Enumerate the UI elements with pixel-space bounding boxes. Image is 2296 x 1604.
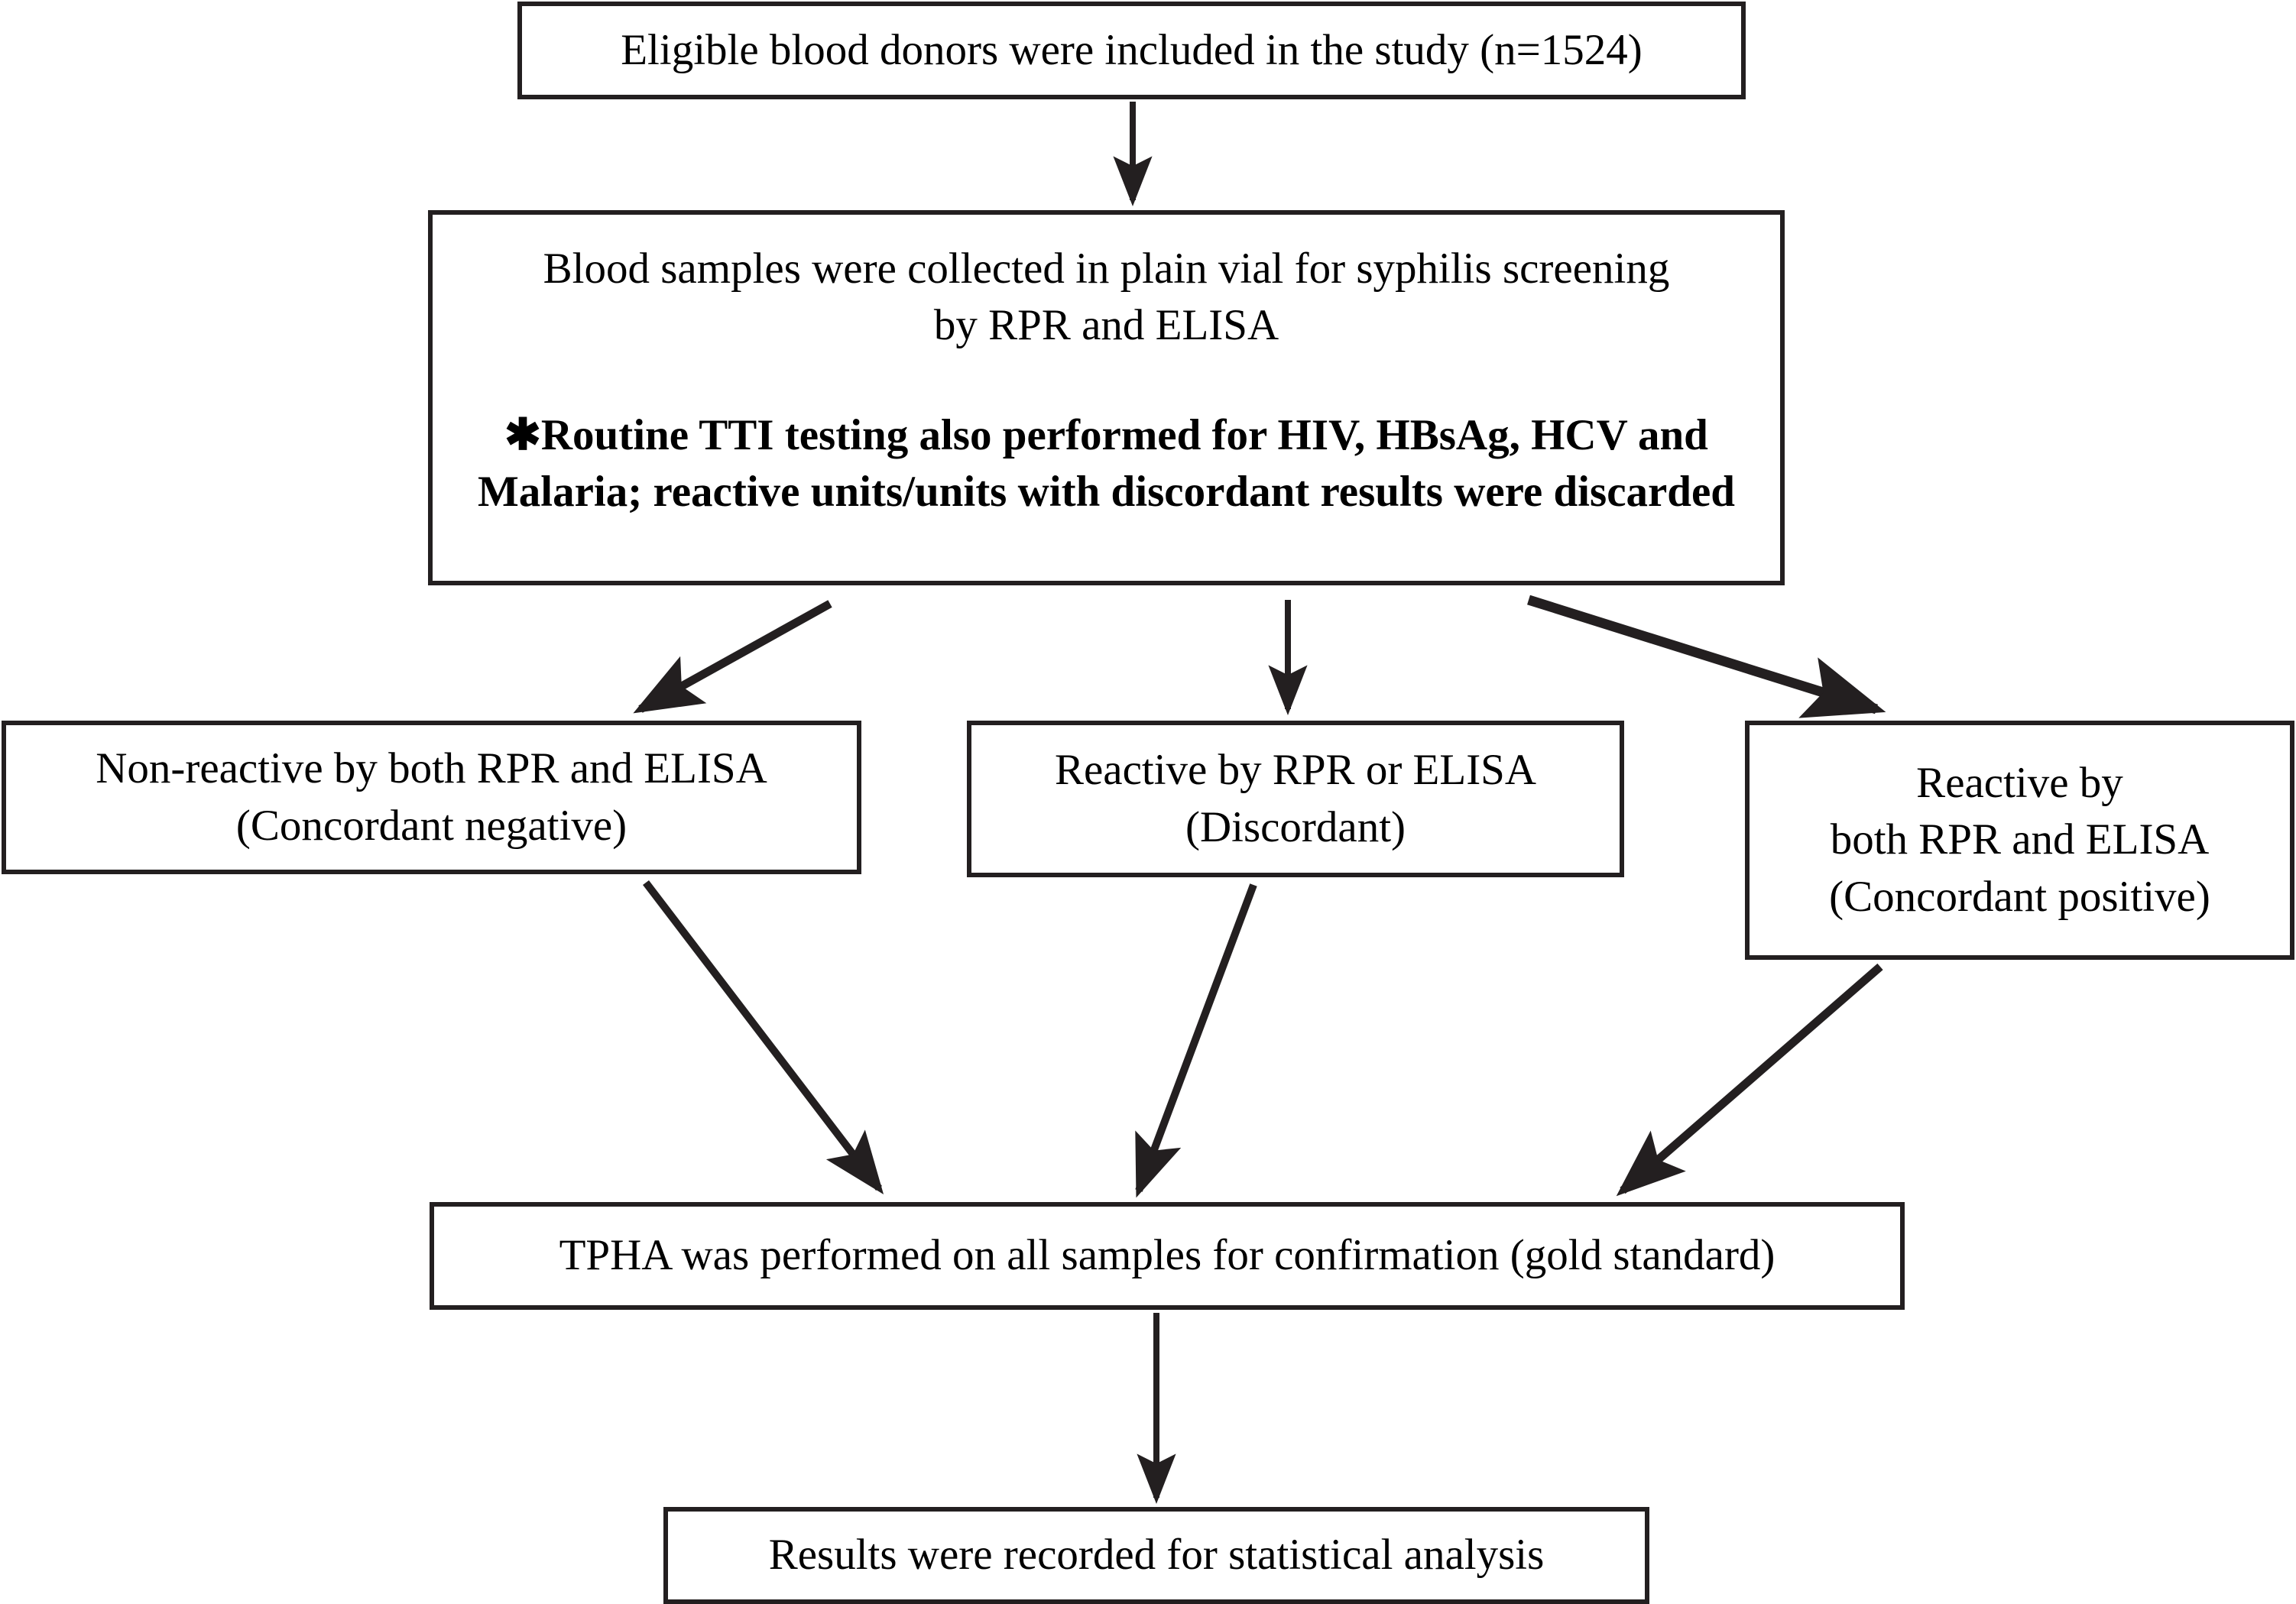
node-tpha-line-1: TPHA was performed on all samples for co… <box>559 1231 1776 1280</box>
connector-concordant-to-tpha <box>1616 963 1883 1197</box>
node-results: Results were recorded for statistical an… <box>663 1507 1649 1604</box>
node-discordant: Reactive by RPR or ELISA (Discordant) <box>967 721 1624 877</box>
node-nonreactive-line-1: Non-reactive by both RPR and ELISA <box>96 744 767 793</box>
node-blood-samples: Blood samples were collected in plain vi… <box>428 210 1785 585</box>
connector-discordant-to-tpha <box>1135 883 1257 1198</box>
node-discordant-line-2: (Discordant) <box>1185 802 1406 851</box>
node-results-line-1: Results were recorded for statistical an… <box>768 1531 1545 1580</box>
node-nonreactive-line-2: (Concordant negative) <box>235 801 628 850</box>
node-concordant-positive-line-2: both RPR and ELISA <box>1830 815 2210 864</box>
node-eligible-donors: Eligible blood donors were included in t… <box>517 2 1746 99</box>
node-blood-samples-line-1: Blood samples were collected in plain vi… <box>543 245 1670 293</box>
node-blood-samples-note-line-1: ✱Routine TTI testing also performed for … <box>504 411 1708 460</box>
connector-samples-to-nonreactive <box>633 600 832 714</box>
connector-nonreactive-to-tpha <box>643 880 884 1194</box>
node-concordant-positive-line-3: (Concordant positive) <box>1829 872 2210 921</box>
node-concordant-positive-line-1: Reactive by <box>1916 759 2123 808</box>
connector-samples-to-concordant <box>1527 595 1886 718</box>
node-tpha: TPHA was performed on all samples for co… <box>430 1202 1905 1310</box>
node-concordant-positive: Reactive by both RPR and ELISA (Concorda… <box>1745 721 2294 960</box>
node-discordant-line-1: Reactive by RPR or ELISA <box>1054 746 1537 795</box>
node-nonreactive: Non-reactive by both RPR and ELISA (Conc… <box>2 721 861 874</box>
node-blood-samples-line-2: by RPR and ELISA <box>933 301 1279 350</box>
node-blood-samples-note-line-2: Malaria; reactive units/units with disco… <box>477 468 1735 517</box>
node-eligible-donors-line-1: Eligible blood donors were included in t… <box>621 25 1643 74</box>
